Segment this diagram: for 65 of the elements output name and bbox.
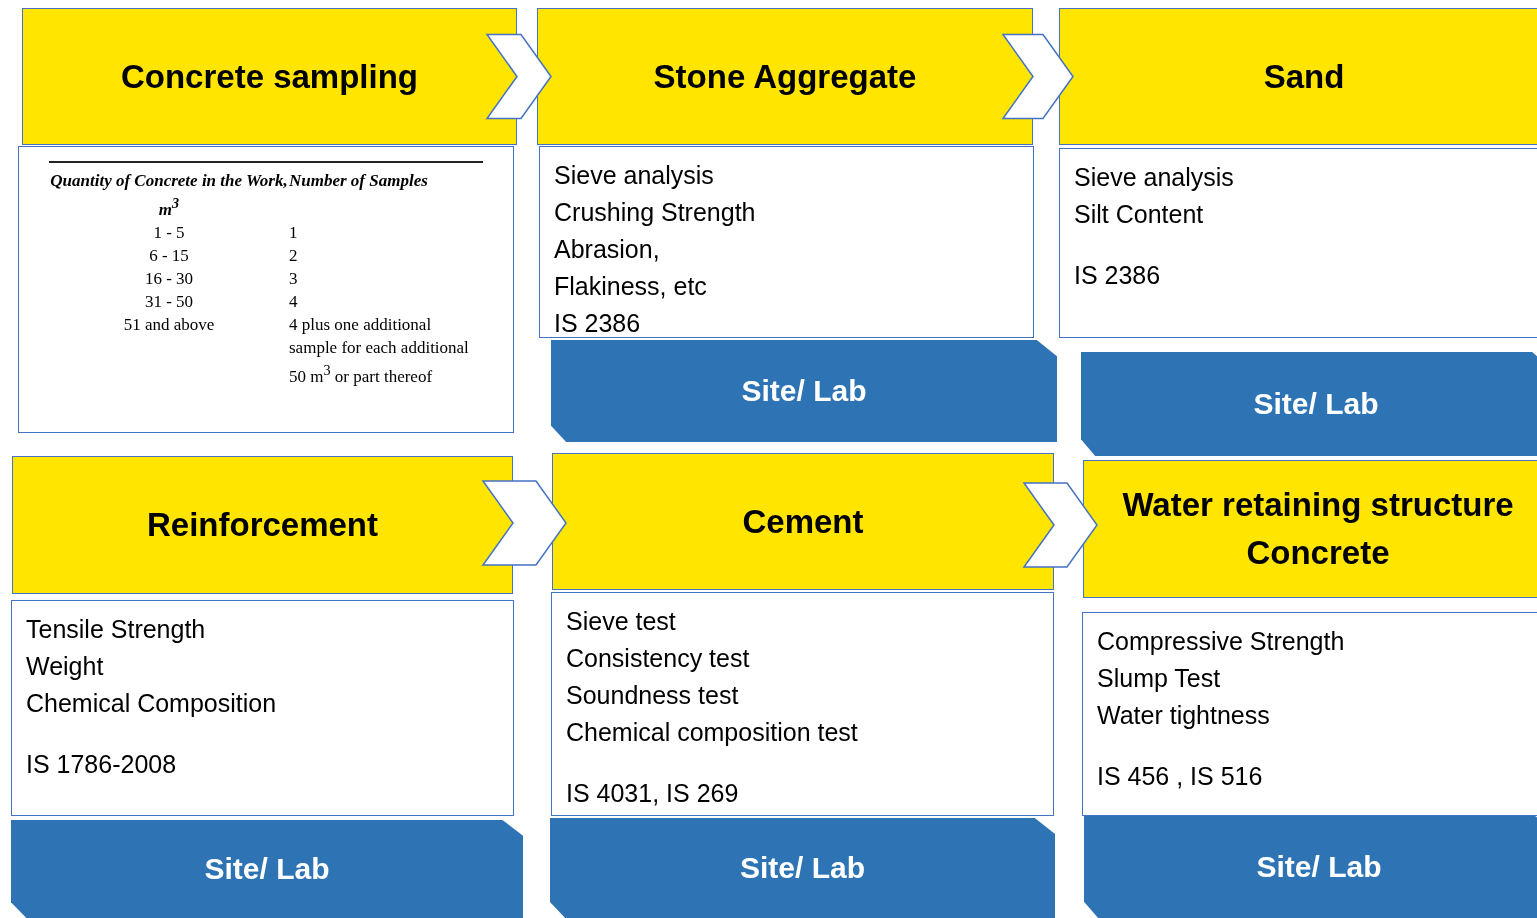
- test-name: Slump Test: [1097, 663, 1222, 694]
- test-name: Consistency test: [566, 643, 751, 674]
- table-heading: Number of Samples: [289, 170, 429, 192]
- test-name: IS 2386: [554, 308, 642, 339]
- heading-banner: [1083, 460, 1537, 598]
- standard-code: IS 2386: [1074, 260, 1162, 291]
- table-heading: Quantity of Concrete in the Work, m$^{3}$: [49, 170, 289, 221]
- test-name: Sieve analysis: [554, 160, 715, 191]
- chevron-arrow: [485, 33, 552, 120]
- standard-code: IS 456 , IS 516: [1097, 761, 1264, 792]
- place-label: Site/ Lab: [1256, 850, 1382, 884]
- place-label: Site/ Lab: [1253, 387, 1379, 421]
- test-name: Compressive Strength: [1097, 626, 1346, 657]
- test-name: Silt Content: [1074, 199, 1205, 230]
- heading-text: Stone Aggregate: [652, 56, 918, 97]
- table-entry: 16 - 30: [143, 267, 195, 290]
- place-label: Site/ Lab: [740, 851, 865, 885]
- test-name: Tensile Strength: [26, 614, 207, 645]
- test-name: Sieve analysis: [1074, 162, 1235, 193]
- table-entry: 4: [289, 290, 299, 313]
- chevron-arrow: [481, 480, 567, 566]
- heading-banner: [22, 8, 517, 145]
- heading-banner: [552, 453, 1054, 590]
- standard-code: IS 4031, IS 269: [566, 778, 740, 809]
- heading-banner: [537, 8, 1033, 145]
- test-list-panel: [1059, 148, 1537, 338]
- site-lab-bar: [1084, 816, 1537, 918]
- place-label: Site/ Lab: [741, 374, 867, 408]
- heading-banner: [1059, 8, 1537, 145]
- heading-banner: [12, 456, 513, 594]
- test-list-panel: [1082, 612, 1537, 816]
- test-list-panel: [11, 600, 514, 816]
- test-list-panel: [539, 146, 1034, 338]
- heading-text: Cement: [741, 501, 865, 542]
- site-lab-bar: [551, 340, 1057, 442]
- table-entry: 3: [289, 267, 299, 290]
- table-entry: 51 and above: [122, 313, 216, 336]
- test-list-panel: [551, 592, 1054, 816]
- site-lab-bar: [550, 818, 1055, 918]
- table-entry: 6 - 15: [148, 244, 190, 267]
- heading-text: Sand: [1262, 56, 1346, 97]
- test-name: Abrasion,: [554, 234, 661, 265]
- chevron-arrow: [1001, 33, 1074, 120]
- test-name: Chemical composition test: [566, 717, 859, 748]
- site-lab-bar: [1081, 352, 1537, 456]
- test-name: Water tightness: [1097, 700, 1271, 731]
- test-name: Crushing Strength: [554, 197, 757, 228]
- test-name: Soundness test: [566, 680, 740, 711]
- place-label: Site/ Lab: [204, 852, 330, 886]
- chevron-arrow: [1022, 482, 1098, 568]
- standard-code: IS 1786-2008: [26, 749, 178, 780]
- test-name: Sieve test: [566, 606, 677, 637]
- test-name: Chemical Composition: [26, 688, 278, 719]
- heading-text: Water retaining structure Concrete: [1121, 485, 1515, 573]
- table-entry: 1: [289, 221, 299, 244]
- table-entry: 1 - 5: [152, 221, 186, 244]
- table-entry: 2: [289, 244, 299, 267]
- heading-text: Reinforcement: [145, 505, 380, 546]
- test-name: Weight: [26, 651, 105, 682]
- site-lab-bar: [11, 820, 523, 918]
- sampling-table-panel: [18, 146, 514, 433]
- table-entry: 4 plus one additional sample for each additional 50 m$^{3}$ or part thereof: [289, 313, 470, 388]
- test-name: Flakiness, etc: [554, 271, 708, 302]
- heading-text: Concrete sampling: [119, 56, 420, 97]
- table-entry: 31 - 50: [143, 290, 195, 313]
